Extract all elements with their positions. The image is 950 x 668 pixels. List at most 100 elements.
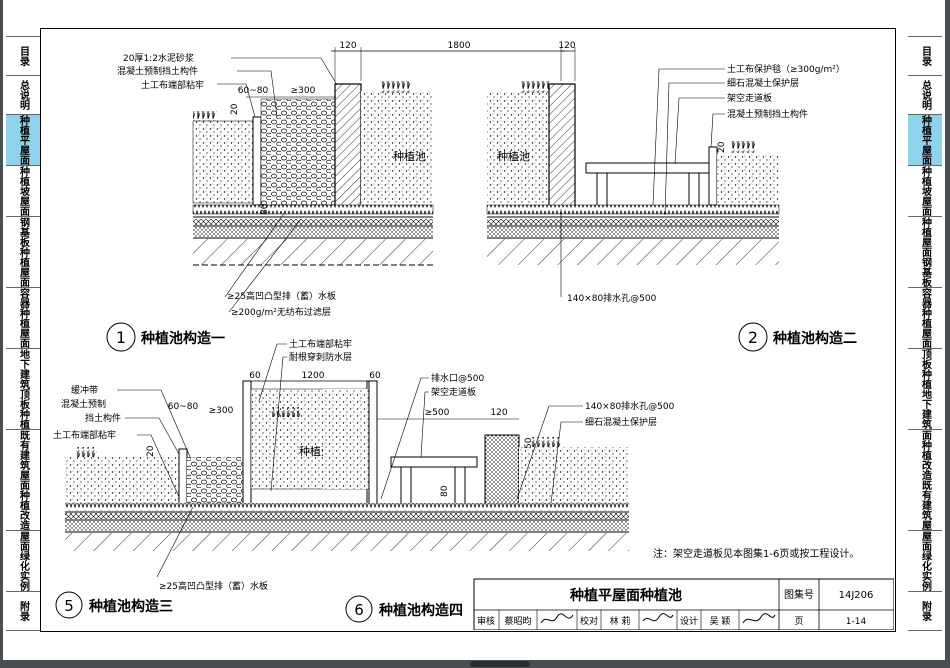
right-tab-contents[interactable]: 目录 <box>908 36 942 76</box>
right-tab-underground[interactable]: 顶板种植地下建筑 <box>908 349 942 430</box>
drawing-title: 种植平屋面种植池 <box>569 587 682 604</box>
drawing-sheet: 目录 总说明 种植平屋面 种植坡屋面 钢基板种植屋面 容器种植屋面 地下建筑顶板… <box>3 0 945 660</box>
left-tab-underground[interactable]: 地下建筑顶板种植 <box>6 349 40 430</box>
right-tab-sloped-roof[interactable]: 种植坡屋面 <box>908 166 942 217</box>
left-tab-container[interactable]: 容器种植屋面 <box>6 288 40 349</box>
right-tab-label: 种植平屋面 <box>919 115 931 165</box>
left-tab-sloped-roof[interactable]: 种植坡屋面 <box>6 166 40 217</box>
d5-label-wall-2: 挡土构件 <box>85 412 121 424</box>
right-tab-flat-roof[interactable]: 种植平屋面 <box>908 115 942 166</box>
d5-dim-1200: 1200 <box>302 371 325 381</box>
detail-5: 种植池 60 1200 60 60~80 ≥300 20 缓冲带 混凝土预 <box>53 338 381 619</box>
right-chapter-tabs: 目录 总说明 种植平屋面 种植坡屋面 种植屋面钢基板 容器种植屋面 顶板种植地下… <box>908 36 942 631</box>
right-tab-label: 种植屋面钢基板 <box>919 217 931 287</box>
right-tab-examples[interactable]: 屋面绿化实例 <box>908 531 942 592</box>
d5-label-buffer: 缓冲带 <box>71 384 98 396</box>
horizontal-scrollbar[interactable] <box>470 661 530 667</box>
review-label: 审核 <box>477 615 495 627</box>
design-signature <box>742 613 776 624</box>
left-tab-label: 地下建筑顶板种植 <box>17 349 29 429</box>
d1-pool-label: 种植池 <box>393 149 426 163</box>
d6-label-outlet: 排水口@500 <box>431 372 484 384</box>
d2-label-drain-hole: 140×80排水孔@500 <box>567 292 657 304</box>
left-chapter-tabs: 目录 总说明 种植平屋面 种植坡屋面 钢基板种植屋面 容器种植屋面 地下建筑顶板… <box>6 36 40 631</box>
d5-dim-20: 20 <box>146 445 156 457</box>
right-tab-retrofit[interactable]: 面种植改造既有建筑屋 <box>908 430 942 531</box>
left-tab-label: 屋面绿化实例 <box>17 531 29 591</box>
right-tab-general-notes[interactable]: 总说明 <box>908 76 942 115</box>
d5-dim-60a: 60 <box>249 371 261 381</box>
note: 注：架空走道板见本图集1-6页或按工程设计。 <box>653 547 859 560</box>
right-tab-label: 容器种植屋面 <box>919 288 931 348</box>
d1-label-filter: ≥200g/m²无纺布过滤层 <box>231 306 331 318</box>
d5-label-root-barrier: 耐根穿刺防水层 <box>289 351 352 363</box>
d6-dim-120: 120 <box>490 408 507 418</box>
right-tab-label: 附录 <box>919 601 931 621</box>
left-tab-contents[interactable]: 目录 <box>6 36 40 76</box>
left-tab-flat-roof[interactable]: 种植平屋面 <box>6 115 40 166</box>
atlas-number-label: 图集号 <box>784 588 814 601</box>
d1-label-mortar: 20厚1:2水泥砂浆 <box>123 52 194 64</box>
d2-pool-label: 种植池 <box>497 149 530 163</box>
right-tab-label: 种植坡屋面 <box>919 166 931 216</box>
d5-title: 种植池构造三 <box>88 598 173 615</box>
d5-dim-60b: 60 <box>369 371 381 381</box>
right-tab-steel-deck[interactable]: 种植屋面钢基板 <box>908 217 942 288</box>
d1-dim-300: ≥300 <box>291 86 316 96</box>
d6-dim-500: ≥500 <box>425 408 450 418</box>
left-tab-retrofit[interactable]: 既有建筑屋面种植改造 <box>6 430 40 531</box>
check-signature <box>642 613 674 622</box>
left-tab-label: 容器种植屋面 <box>17 288 29 348</box>
d6-label-gravel: 细石混凝土保护层 <box>585 416 657 428</box>
left-tab-label: 目录 <box>17 46 29 66</box>
d6-dim-50: 50 <box>524 437 534 449</box>
d2-dim-20: 20 <box>717 141 727 153</box>
d1-dim-6080: 60~80 <box>238 86 269 96</box>
right-tab-appendix[interactable]: 附录 <box>908 592 942 631</box>
d5-label-wall-1: 混凝土预制 <box>61 398 106 410</box>
d2-number: 2 <box>748 328 758 347</box>
design-label: 设计 <box>680 615 698 627</box>
detail-drawings: 120 1800 60~80 ≥300 20 80 种植池 20厚1:2水泥砂浆… <box>53 41 895 631</box>
left-tab-appendix[interactable]: 附录 <box>6 592 40 631</box>
left-tab-label: 种植坡屋面 <box>17 166 29 216</box>
d6-dim-80: 80 <box>440 485 450 497</box>
right-tab-container[interactable]: 容器种植屋面 <box>908 288 942 349</box>
left-tab-label: 附录 <box>17 601 29 621</box>
design-name: 吴 颖 <box>710 615 731 627</box>
d1-dim-120a: 120 <box>339 41 356 51</box>
atlas-number-value: 14J206 <box>839 590 874 601</box>
page-label: 页 <box>794 616 803 627</box>
d6-label-drain-hole: 140×80排水孔@500 <box>585 400 675 412</box>
d1-dim-1800: 1800 <box>448 41 471 51</box>
page-value: 1-14 <box>846 617 867 627</box>
right-tab-label: 屋面绿化实例 <box>919 531 931 591</box>
left-tab-examples[interactable]: 屋面绿化实例 <box>6 531 40 592</box>
left-tab-label: 钢基板种植屋面 <box>17 217 29 287</box>
d2-label-mat: 土工布保护毯（≥300g/m²） <box>727 63 845 75</box>
d6-title: 种植池构造四 <box>378 602 463 619</box>
d1-label-wall: 混凝土预制挡土构件 <box>117 65 198 77</box>
title-block: 种植平屋面种植池 图集号 14J206 审核 蔡昭昀 校对 林 莉 设计 吴 颖 <box>473 578 895 631</box>
left-tab-label: 种植平屋面 <box>17 115 29 165</box>
right-tab-label: 面种植改造既有建筑屋 <box>919 430 931 530</box>
d6-label-walkway: 架空走道板 <box>431 386 476 398</box>
d1-dim-20: 20 <box>230 103 240 115</box>
d1-label-drain-board: ≥25高凹凸型排（蓄）水板 <box>227 290 336 302</box>
check-label: 校对 <box>580 615 598 627</box>
d5-dim-300: ≥300 <box>209 406 234 416</box>
d2-label-walkway: 架空走道板 <box>727 92 772 104</box>
left-tab-general-notes[interactable]: 总说明 <box>6 76 40 115</box>
review-signature <box>540 613 574 624</box>
left-tab-steel-deck[interactable]: 钢基板种植屋面 <box>6 217 40 288</box>
d1-dim-80: 80 <box>260 203 270 215</box>
d1-title: 种植池构造一 <box>140 330 225 347</box>
left-tab-label: 既有建筑屋面种植改造 <box>17 430 29 530</box>
left-tab-label: 总说明 <box>17 80 29 110</box>
right-tab-label: 总说明 <box>919 80 931 110</box>
review-name: 蔡昭昀 <box>504 615 531 627</box>
drawing-frame: 120 1800 60~80 ≥300 20 80 种植池 20厚1:2水泥砂浆… <box>40 28 896 632</box>
d5-number: 5 <box>64 597 74 615</box>
detail-6: ≥500 120 50 80 排水口@500 架空走道板 140×80排水孔@5… <box>321 372 675 623</box>
detail-2: 120 种植池 20 土工布保护毯（≥300g <box>486 41 857 352</box>
